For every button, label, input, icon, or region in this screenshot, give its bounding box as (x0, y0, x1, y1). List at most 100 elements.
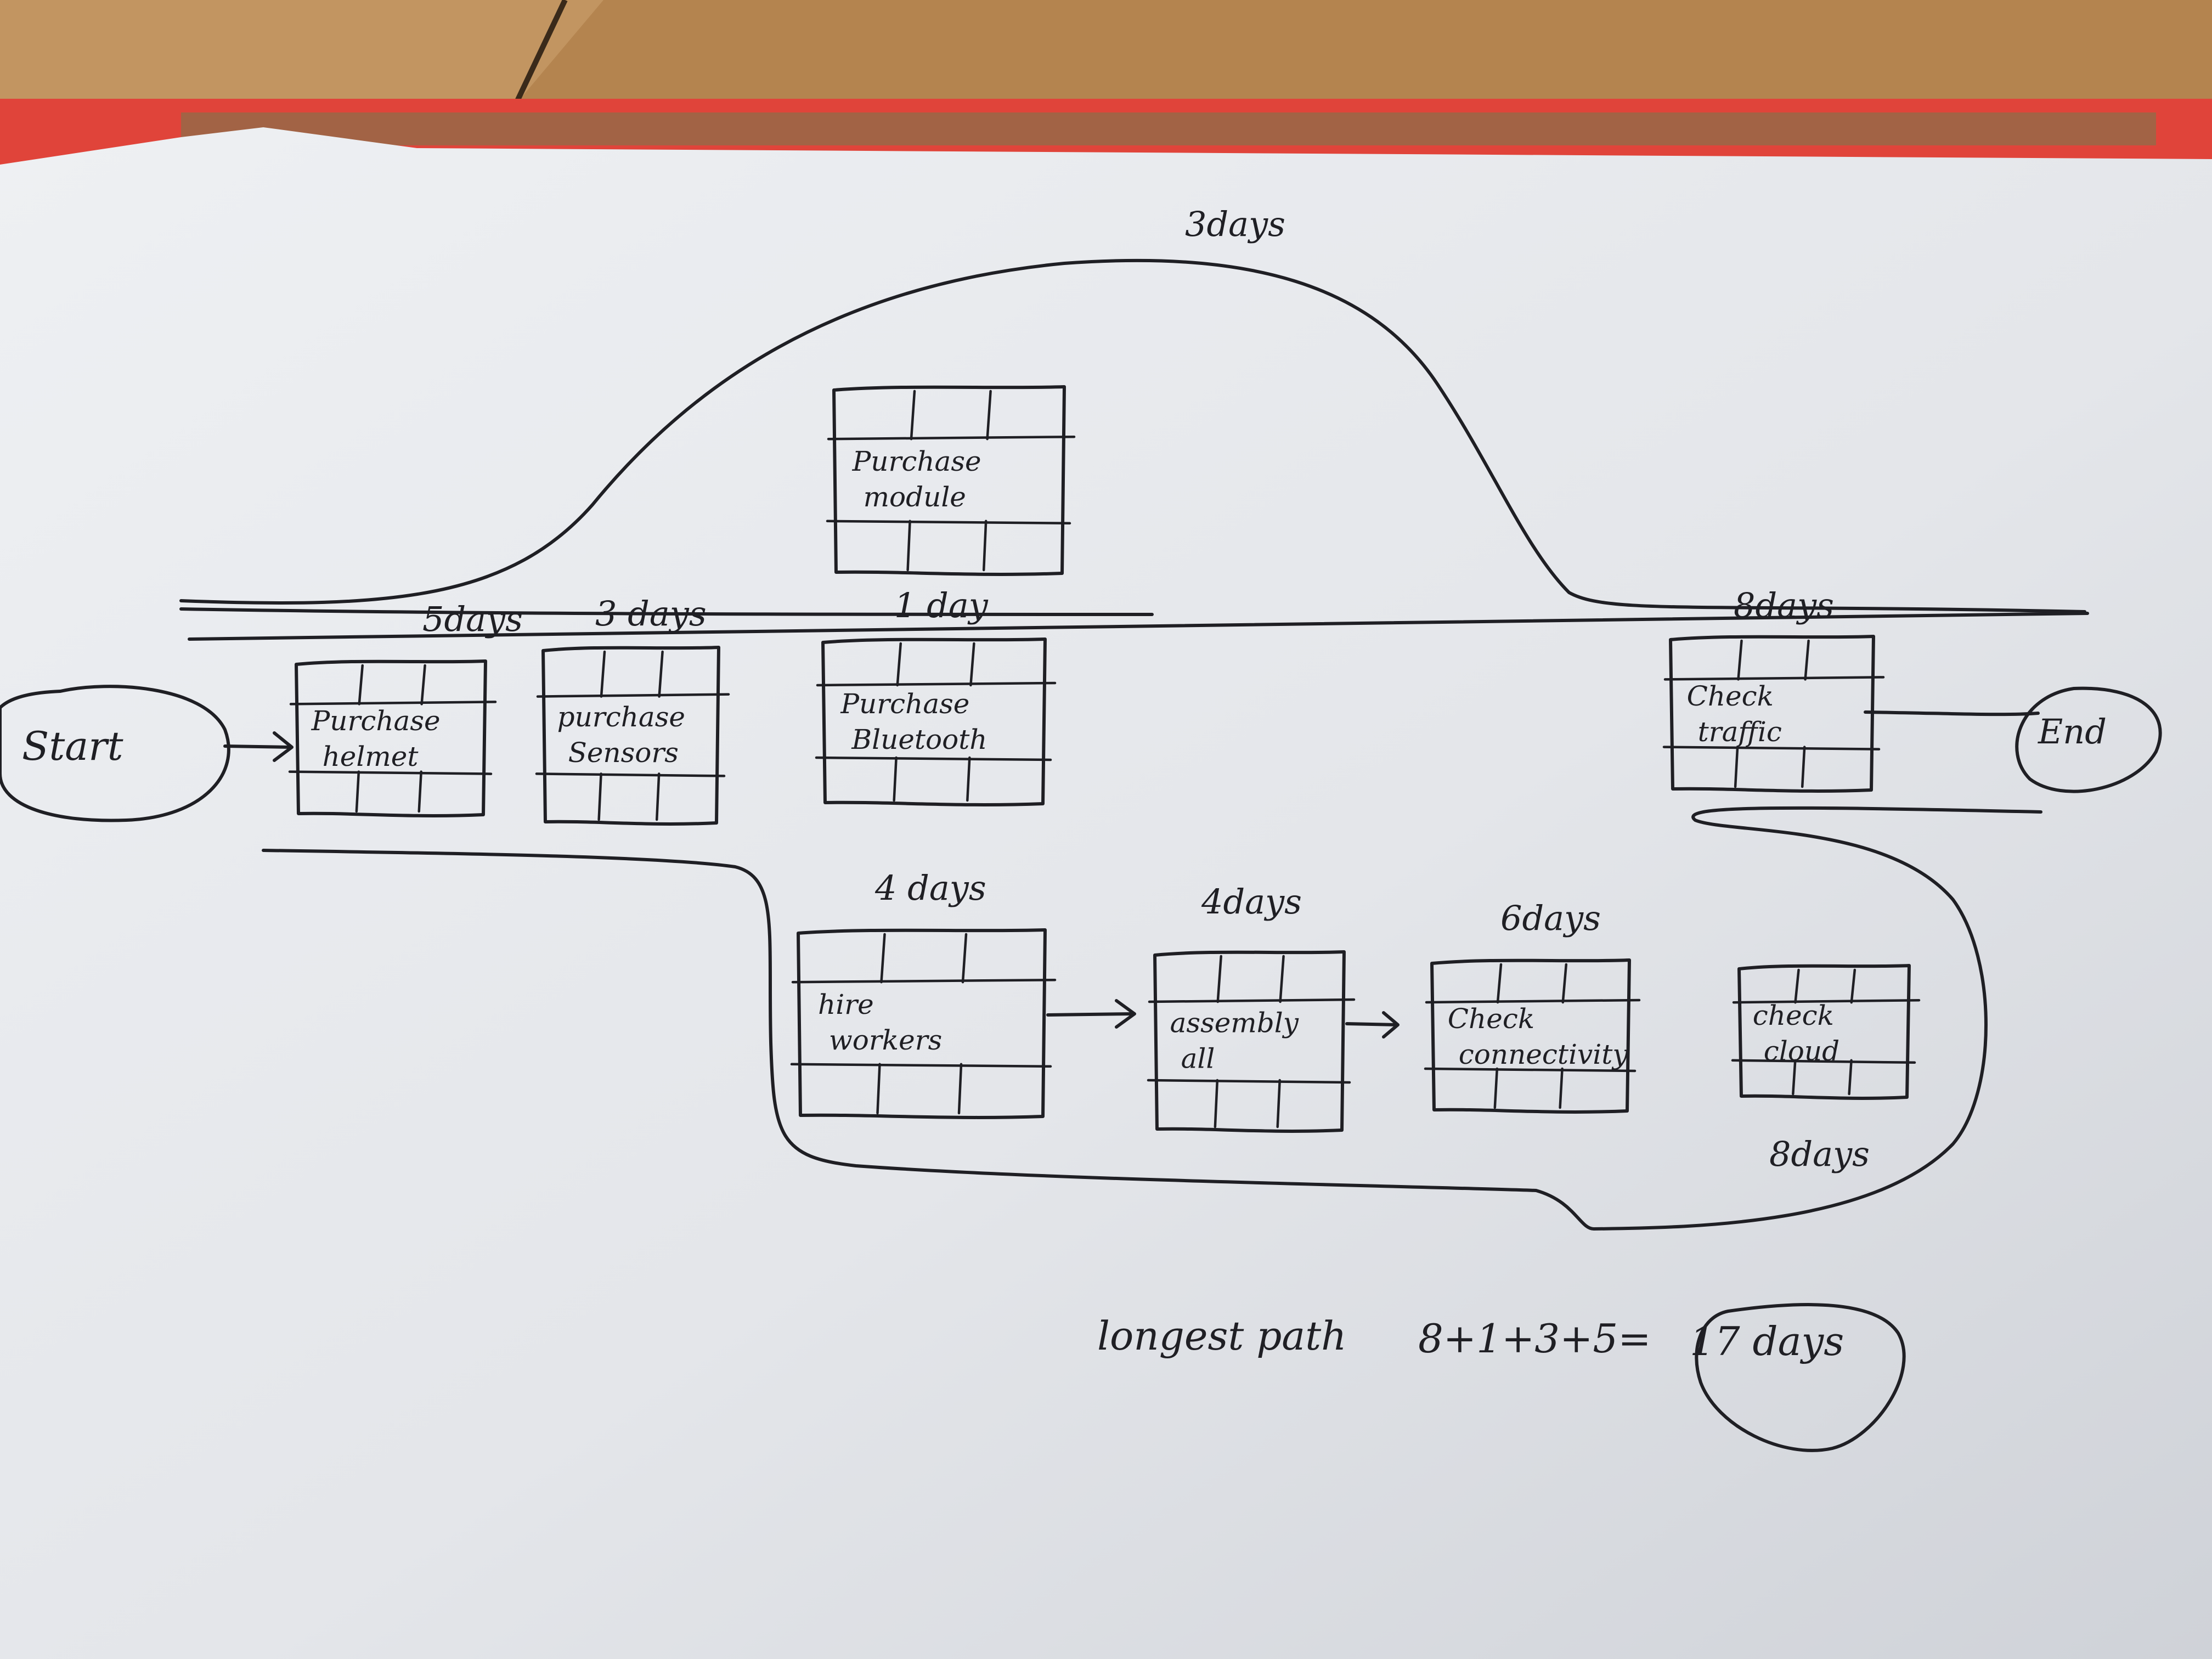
task-box-bottom-row-line (1662, 746, 1881, 751)
task-duration: 8days (1769, 1134, 1870, 1174)
task-box-top-cell-line (1496, 963, 1503, 1004)
longest-path-summary: longest path 8+1+3+5= 17 days (1097, 1303, 1906, 1452)
summary-result: 17 days (1690, 1318, 1844, 1364)
task-label: Purchase (852, 445, 981, 477)
task-box-top-cell-line (1561, 963, 1568, 1004)
summary-prefix: longest path (1097, 1313, 1347, 1359)
task-box-bottom-cell-line (1848, 1059, 1853, 1096)
task-duration: 5days (422, 599, 523, 639)
lower-loop-path (262, 806, 2042, 1231)
end-link-line (1864, 710, 2040, 716)
task-label: Bluetooth (851, 724, 987, 755)
start-label: Start (22, 723, 124, 769)
task-box-bottom-row-line (288, 770, 493, 775)
task-box-top-cell-line (1850, 968, 1857, 1004)
task-box-bottom-row-line (1731, 1059, 1916, 1064)
start-arrowhead (273, 731, 294, 762)
task-box-top-row-line (1663, 676, 1885, 681)
start-to-helmet-arrow (223, 744, 292, 749)
task-box-bottom-cell-line (982, 520, 988, 572)
task-box-bottom-cell-line (893, 756, 898, 802)
task-box-bottom-cell-line (906, 520, 911, 572)
task-label: Purchase (311, 705, 441, 737)
start-node: Start (0, 685, 230, 822)
task-label: hire (818, 989, 874, 1020)
task-duration: 4 days (874, 868, 986, 908)
task-label: Check (1687, 680, 1774, 712)
end-oval (2015, 686, 2162, 793)
task-box-top-cell-line (358, 664, 364, 706)
table-edge-shadow (0, 0, 603, 104)
task-duration: 3days (1185, 204, 1285, 244)
task-box-top-cell-line (1216, 955, 1222, 1003)
task-box-workers: hire workers 4 days (790, 868, 1057, 1119)
paper-sheet (0, 127, 2212, 1659)
binder-photo-strip (181, 112, 2156, 145)
task-box-connectivity: Check connectivity 6days (1424, 898, 1641, 1114)
task-label: purchase (557, 701, 685, 733)
task-duration: 1 day (894, 585, 989, 625)
task-label: Check (1448, 1003, 1534, 1035)
task-label: workers (829, 1024, 942, 1056)
task-box-bottom-row-line (790, 1063, 1052, 1068)
workers-arrowhead (1115, 999, 1136, 1029)
task-box-bottom-cell-line (355, 770, 360, 813)
task-box-top-row-line (1148, 998, 1356, 1003)
task-duration: 3 days (595, 594, 707, 634)
task-box-outline (1153, 950, 1346, 1133)
task-label: helmet (323, 741, 419, 772)
task-box-bottom-cell-line (1214, 1079, 1219, 1128)
lower-inner-line (179, 607, 1154, 616)
task-label: cloud (1764, 1035, 1839, 1067)
task-box-outline (295, 659, 487, 817)
task-box-bottom-row-line (535, 772, 726, 777)
task-box-top-cell-line (1794, 968, 1800, 1004)
task-box-bottom-cell-line (1801, 746, 1806, 788)
task-box-bottom-cell-line (957, 1063, 963, 1115)
task-box-top-cell-line (1737, 639, 1743, 681)
task-box-outline (1430, 958, 1631, 1114)
task-box-bottom-cell-line (655, 772, 661, 821)
table-edge-line (513, 0, 568, 106)
task-box-top-cell-line (1279, 955, 1285, 1003)
task-box-outline (797, 928, 1047, 1119)
task-duration: 8days (1734, 585, 1834, 625)
task-box-outline (832, 385, 1066, 576)
task-box-outline (821, 637, 1047, 806)
task-box-top-cell-line (600, 650, 606, 698)
task-box-bottom-cell-line (1493, 1067, 1499, 1109)
task-box-bottom-cell-line (966, 756, 971, 802)
task-label: Purchase (840, 688, 969, 720)
task-label: connectivity (1459, 1039, 1629, 1070)
task-label: all (1181, 1042, 1215, 1074)
task-box-outline (1737, 964, 1911, 1100)
task-box-bottom-cell-line (1734, 746, 1739, 788)
task-label: assembly (1170, 1007, 1299, 1039)
task-box-top-row-line (827, 435, 1076, 441)
task-box-top-row-line (791, 978, 1057, 984)
task-label: traffic (1698, 716, 1782, 748)
task-label: check (1753, 1000, 1834, 1031)
task-box-traffic: Check traffic 8days (1662, 585, 1885, 793)
task-duration: 6days (1500, 898, 1601, 938)
task-box-bottom-row-line (826, 520, 1071, 525)
task-box-top-row-line (289, 701, 497, 706)
task-box-top-cell-line (658, 650, 664, 698)
task-box-top-row-line (1732, 998, 1921, 1004)
task-label: Sensors (568, 737, 679, 769)
task-duration: 4days (1201, 882, 1302, 922)
assembly-to-connectivity-arrow (1345, 1022, 1398, 1026)
task-box-outline (541, 646, 720, 826)
task-box-bottom-row-line (1147, 1079, 1351, 1084)
task-box-bottom-row-line (1424, 1067, 1637, 1073)
task-box-top-cell-line (1804, 639, 1810, 681)
task-box-top-cell-line (961, 933, 968, 984)
task-box-helmet: Purchase helmet 5days (288, 599, 523, 817)
task-box-top-cell-line (420, 664, 426, 706)
